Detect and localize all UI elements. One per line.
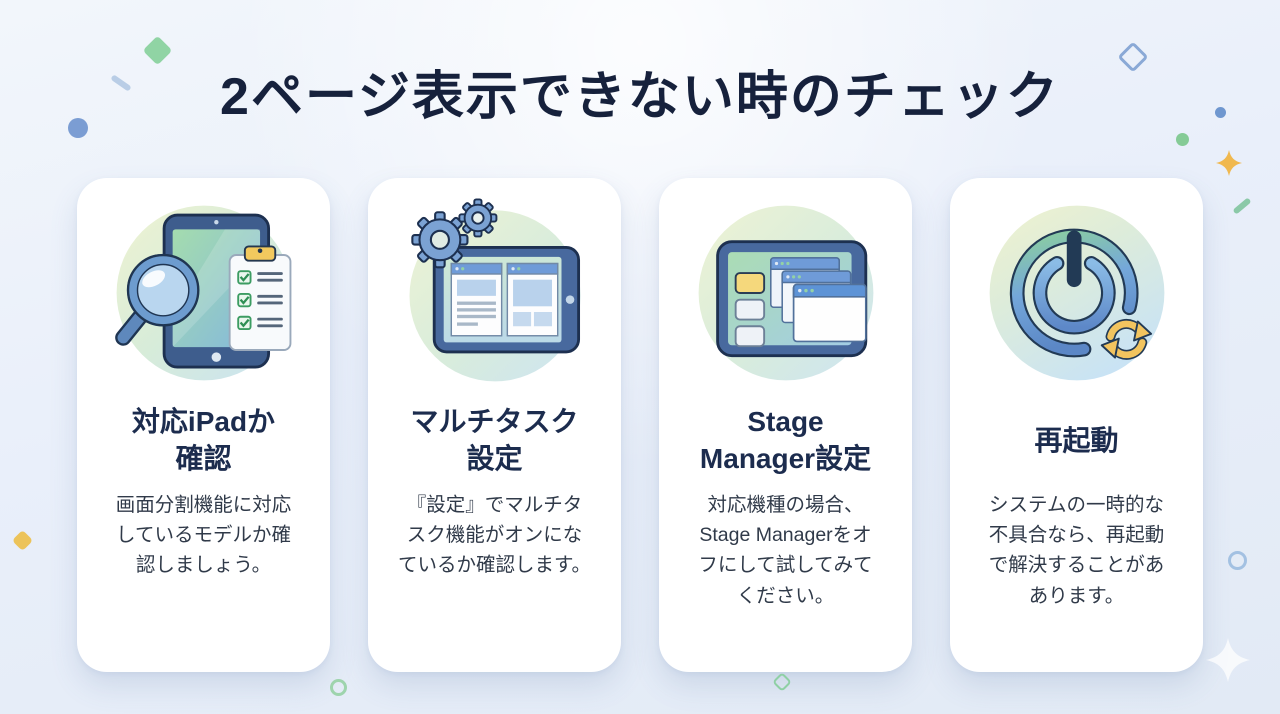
tablet-magnifier-checklist-icon — [109, 198, 299, 388]
deco-green-dot-icon — [1176, 133, 1189, 146]
card-body: 画面分割機能に対応 しているモデルか確 認しましょう。 — [115, 494, 292, 577]
deco-white-sparkle-icon — [1206, 638, 1250, 682]
card-stage-manager: Stage Manager設定 対応機種の場合、 Stage Managerをオ… — [659, 178, 912, 672]
card-body: 『設定』でマルチタ スク機能がオンにな ているか確認します。 — [397, 494, 592, 577]
deco-blue-dot-icon — [68, 118, 88, 138]
card-title: 再起動 — [1034, 424, 1119, 456]
deco-green-circle-outline-icon — [330, 679, 347, 696]
card-check-ipad: 対応iPadか 確認 画面分割機能に対応 しているモデルか確 認しましょう。 — [77, 178, 330, 672]
deco-small-blue-dot-icon — [1215, 107, 1226, 118]
tablet-splitview-gears-icon — [400, 198, 590, 388]
deco-green-diamond-outline-icon — [772, 672, 792, 692]
deco-yellow-diamond-icon — [11, 529, 34, 552]
deco-green-dash-icon — [1232, 197, 1252, 215]
deco-yellow-sparkle-icon — [1216, 150, 1242, 176]
tablet-stage-manager-windows-icon — [691, 198, 881, 388]
card-title: 対応iPadか 確認 — [131, 406, 276, 474]
card-title: マルチタスク 設定 — [410, 406, 579, 474]
page-title: 2ページ表示できない時のチェック — [220, 68, 1060, 126]
card-title: Stage Manager設定 — [699, 406, 872, 474]
deco-blue-circle-outline-icon — [1228, 551, 1247, 570]
card-multitask-settings: マルチタスク 設定 『設定』でマルチタ スク機能がオンにな ているか確認します。 — [368, 178, 621, 672]
card-body: 対応機種の場合、 Stage Managerをオ フにして試してみて ください。 — [698, 494, 873, 607]
power-restart-icon — [982, 198, 1172, 388]
card-restart: 再起動 システムの一時的な 不具合なら、再起動 で解決することがあ あります。 — [950, 178, 1203, 672]
card-row: 対応iPadか 確認 画面分割機能に対応 しているモデルか確 認しましょう。 — [77, 178, 1203, 672]
card-body: システムの一時的な 不具合なら、再起動 で解決することがあ あります。 — [988, 494, 1165, 607]
